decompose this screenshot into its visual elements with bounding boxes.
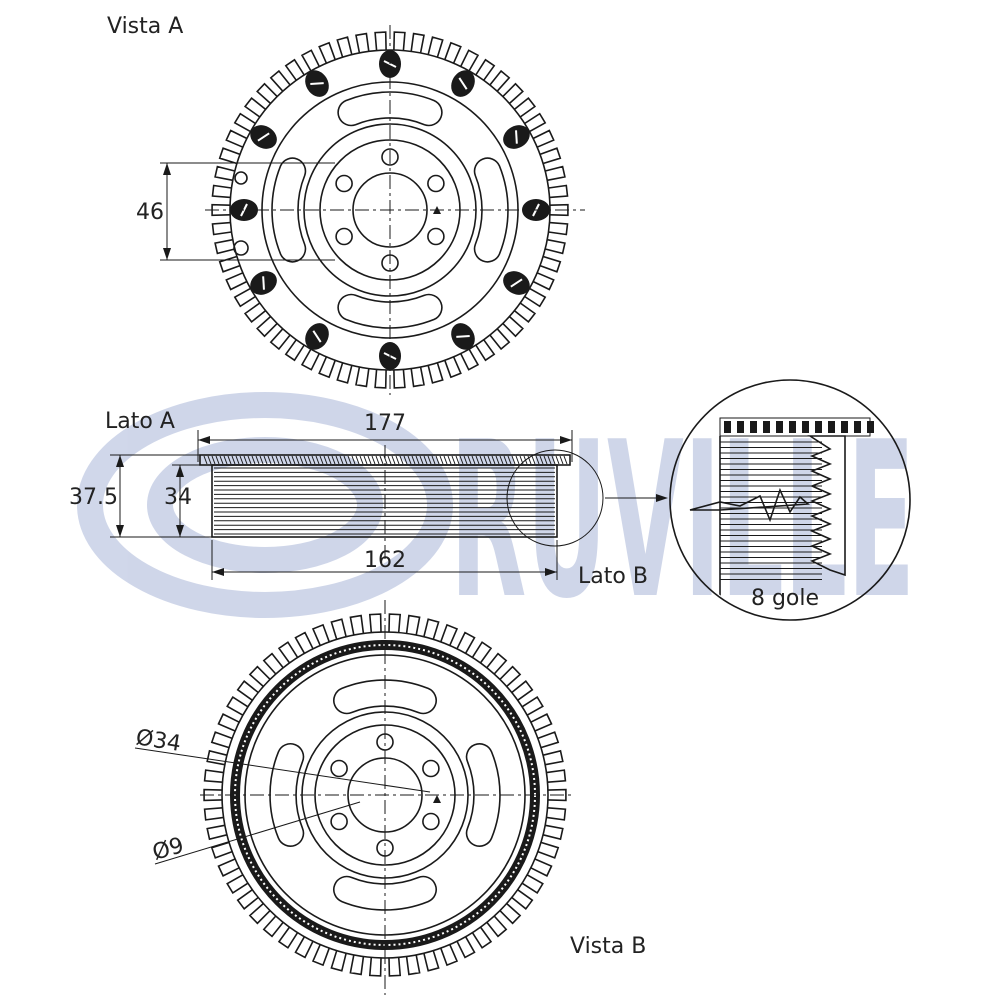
view-a-slots bbox=[271, 91, 509, 329]
side-view-pulley: 177 162 37.5 34 bbox=[69, 411, 668, 580]
phi34-label: Ø34 bbox=[134, 725, 183, 757]
side-a-label: Lato A bbox=[105, 409, 175, 434]
phi9-label: Ø9 bbox=[150, 833, 187, 866]
dim-37-5-label: 37.5 bbox=[69, 485, 118, 510]
view-b-label: Vista B bbox=[570, 934, 646, 959]
side-b-label: Lato B bbox=[578, 564, 648, 589]
view-b-pulley: Ø34 Ø9 bbox=[134, 600, 575, 995]
view-a-balance-pads bbox=[230, 50, 550, 370]
view-a-pulley: 46 bbox=[136, 25, 585, 395]
dim-46-label: 46 bbox=[136, 200, 164, 225]
view-a-label: Vista A bbox=[107, 14, 183, 39]
view-b-trigger-teeth bbox=[203, 613, 567, 977]
side-view-teeth-hatch bbox=[203, 455, 568, 465]
dim-162-label: 162 bbox=[364, 548, 406, 573]
dim-34-label: 34 bbox=[164, 485, 192, 510]
grooves-label: 8 gole bbox=[751, 586, 819, 611]
dim-177-label: 177 bbox=[364, 411, 406, 436]
groove-detail: 8 gole bbox=[669, 379, 911, 621]
